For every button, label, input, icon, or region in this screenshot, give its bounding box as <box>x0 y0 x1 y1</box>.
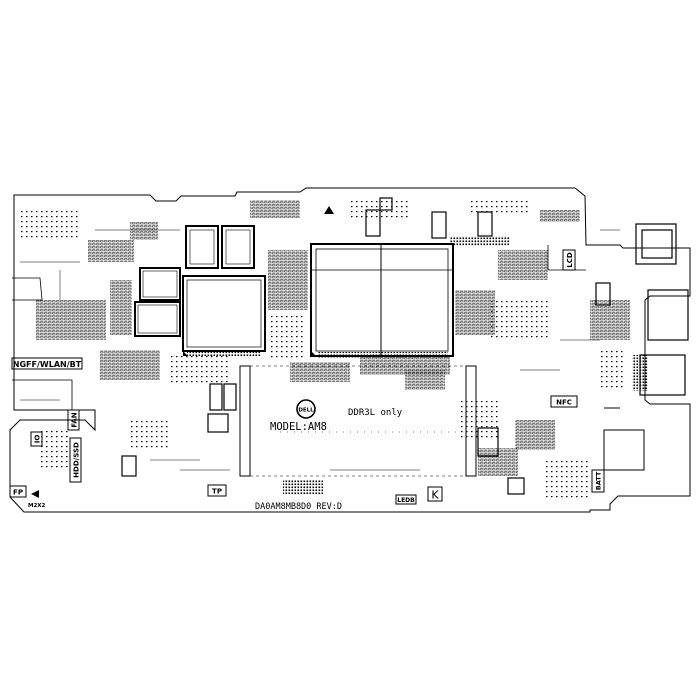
pch-corner-marker <box>183 351 188 356</box>
lcd-connector <box>635 223 677 265</box>
io-label: IO <box>34 435 42 444</box>
io-label-box: IO <box>30 431 43 447</box>
m2x2-label: M2X2 <box>28 503 46 509</box>
memory-chip-4 <box>134 301 181 337</box>
nfc-label: NFC <box>556 399 572 407</box>
batt-label-box: BATT <box>591 469 605 493</box>
fp-label: FP <box>13 489 23 497</box>
lcd-label: LCD <box>566 252 574 268</box>
ngff-label-box: NGFF/WLAN/BT <box>11 357 83 370</box>
dell-logo: DELL <box>296 399 316 419</box>
hdd-ssd-label: HDD/SSD <box>73 442 81 478</box>
memory-chip-3 <box>139 267 181 301</box>
ledb-label: LEDB <box>397 497 415 504</box>
lcd-label-box: LCD <box>562 249 576 271</box>
soc-chip <box>310 243 454 358</box>
fan-label-box: FAN <box>67 409 80 431</box>
component-fields <box>20 200 630 500</box>
memory-chip-2 <box>221 225 255 269</box>
batt-connector-area <box>603 407 645 471</box>
power-components <box>121 197 611 495</box>
sodimm-slot <box>239 365 477 477</box>
usb-port-grid <box>632 355 648 391</box>
k-mark-box: K <box>427 486 443 502</box>
batt-label: BATT <box>595 471 603 490</box>
memory-chip-1 <box>185 225 219 269</box>
fan-label: FAN <box>71 412 79 427</box>
k-mark: K <box>431 489 439 502</box>
trace-lines <box>20 229 620 471</box>
tp-label: TP <box>212 488 222 496</box>
part-number: DA0AM8MB8D0 REV:D <box>255 502 342 512</box>
hdd-ssd-label-box: HDD/SSD <box>69 437 82 483</box>
ngff-label: NGFF/WLAN/BT <box>13 360 82 369</box>
tp-label-box: TP <box>207 484 227 497</box>
model-label: MODEL:AM8 <box>270 421 327 433</box>
pin1-triangle-fp <box>31 490 39 498</box>
ddr-note: DDR3L only <box>348 408 403 418</box>
pin1-triangle-top <box>324 206 334 214</box>
pch-chip <box>182 275 266 356</box>
dell-logo-text: DELL <box>298 408 314 414</box>
fp-label-box: FP <box>9 485 27 498</box>
board-outline <box>9 187 691 513</box>
soc-corner-marker <box>311 351 316 356</box>
nfc-label-box: NFC <box>550 395 578 408</box>
ledb-label-box: LEDB <box>395 494 417 505</box>
